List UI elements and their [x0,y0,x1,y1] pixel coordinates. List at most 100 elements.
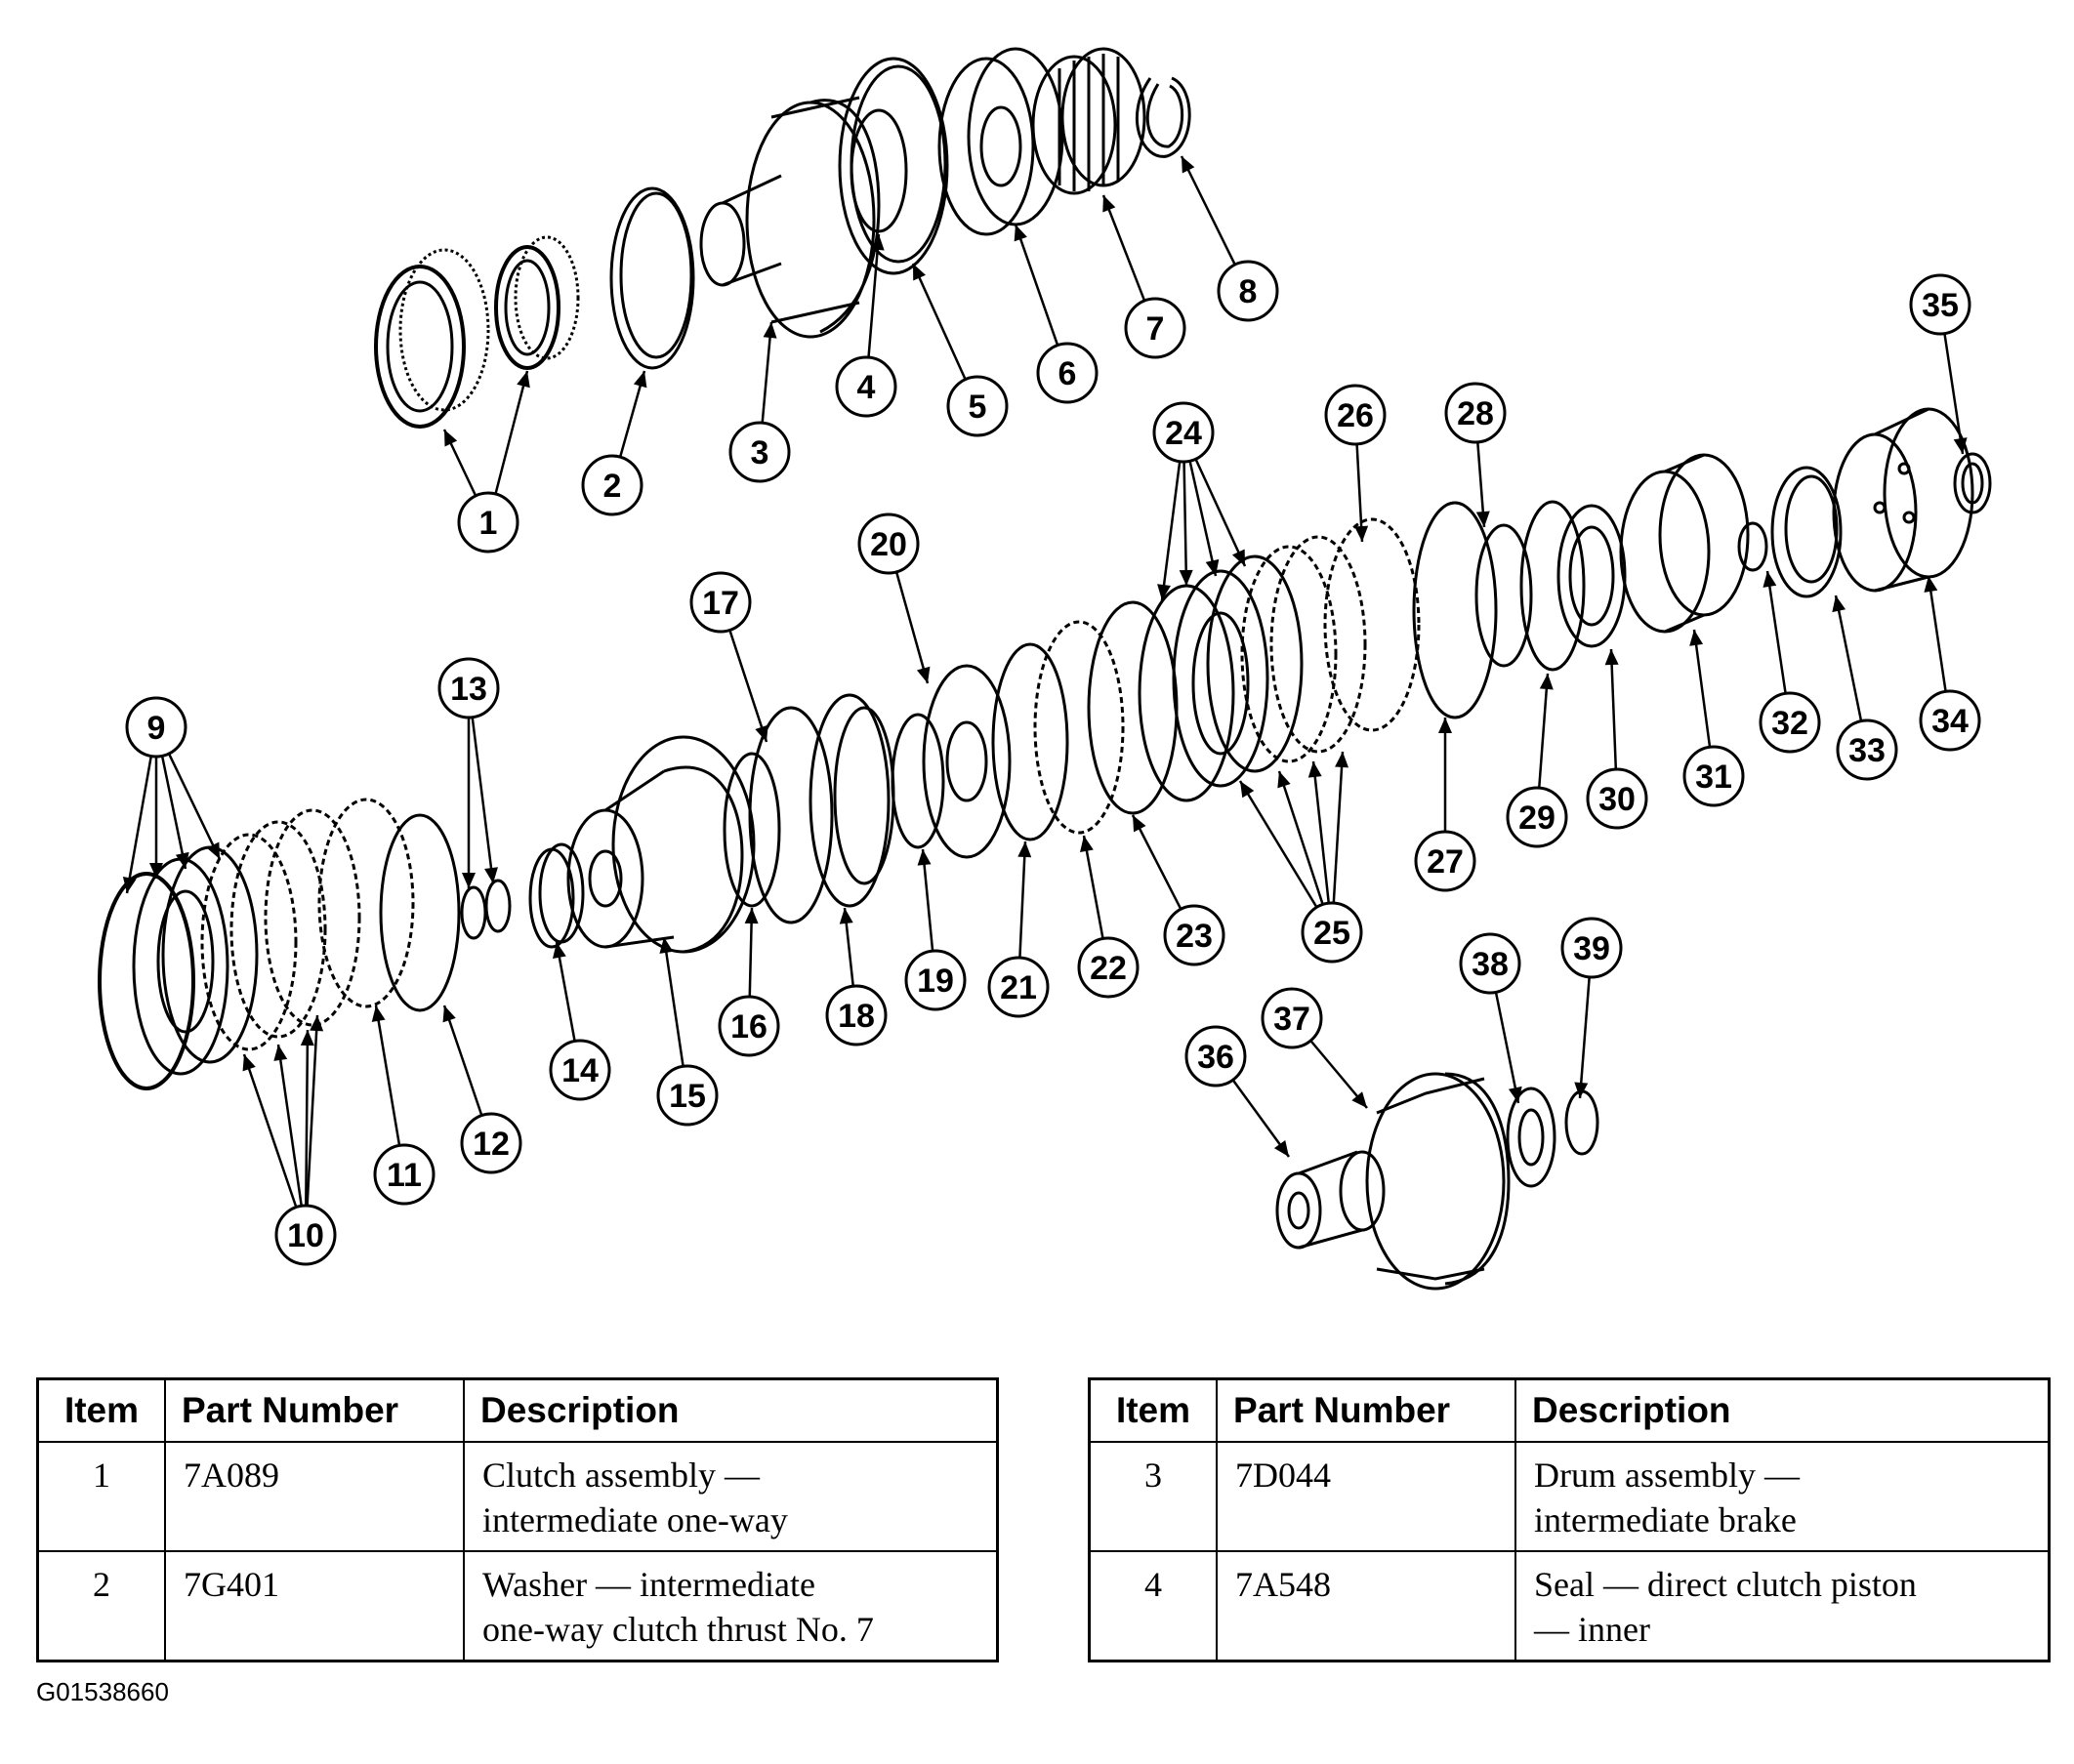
leader-line [305,1029,310,1207]
callout-circle [549,1039,611,1101]
callout-circle [1261,987,1323,1049]
leader-line [1494,992,1520,1104]
callout-circle [1560,917,1623,979]
callout-11: 11 [373,1143,436,1206]
callout-number: 4 [857,369,876,406]
arrowhead [1351,1091,1367,1108]
callout-circle [1459,932,1521,995]
item-cell: 2 [36,1550,166,1662]
arrowhead [1832,595,1846,613]
arrowhead [755,724,768,742]
leader-line [1194,458,1247,567]
part-35-washer [1953,452,1992,514]
leader-line [761,321,773,424]
callout-number: 28 [1457,395,1494,432]
callout-number: 30 [1598,781,1636,818]
callout-number: 16 [730,1008,767,1046]
callout-number: 26 [1337,397,1374,434]
part-1-clutch-assembly [374,235,580,429]
arrowhead [1335,752,1349,768]
part-27-snap-ring [1412,501,1498,719]
callout-circle [1414,830,1476,892]
table-row: 3 7D044 Drum assembly —intermediate brak… [1088,1441,2051,1552]
arrowhead [1475,511,1490,527]
callout-15: 15 [656,1064,719,1127]
callout-18: 18 [825,984,888,1046]
callout-number: 20 [870,526,907,563]
callout-number: 2 [603,468,622,505]
arrowhead [517,371,530,389]
leader-line [921,848,934,952]
callout-circle [718,995,780,1057]
callout-5: 5 [946,375,1009,437]
callout-number: 32 [1771,705,1808,742]
arrowhead [763,322,777,339]
arrowhead [1689,630,1704,646]
description-line: intermediate brake [1534,1500,1797,1539]
callout-33: 33 [1836,718,1898,781]
description-line: one-way clutch thrust No. 7 [482,1610,874,1649]
table-header-row: Item Part Number Description [36,1377,999,1443]
part-23-plate [1087,600,1179,815]
callout-circle [1444,382,1507,444]
callout-38: 38 [1459,932,1521,995]
arrowhead [462,873,476,888]
description-line: Seal — direct clutch piston [1534,1565,1917,1604]
arrowhead [149,863,163,879]
leader-line [374,1005,401,1146]
arrowhead [1102,195,1116,213]
callout-number: 14 [561,1052,599,1089]
leader-line [242,1053,298,1209]
description-line: Washer — intermediate [482,1565,815,1604]
callout-number: 13 [450,671,487,708]
arrowhead [310,1015,324,1032]
callout-circle [1836,718,1898,781]
callout-14: 14 [549,1039,611,1101]
callout-21: 21 [987,956,1050,1018]
part-10-friction-plates [200,808,361,1051]
leader-line [1537,673,1550,789]
leader-line [1231,1079,1291,1158]
arrowhead [1953,437,1968,454]
callout-circle [1217,260,1279,322]
leader-line [662,936,684,1067]
callout-10: 10 [274,1204,337,1266]
callout-number: 25 [1313,915,1350,952]
part-22-plate [1033,620,1125,835]
arrowhead [1273,1139,1289,1157]
part-16-seal [723,752,781,908]
leader-line [471,717,495,884]
leader-line [1277,770,1324,905]
leader-line [911,263,967,381]
part-37-shell [1365,1072,1511,1291]
figure-id: G01538660 [36,1677,169,1706]
part-number-cell: 7A089 [164,1441,465,1552]
arrowhead [1231,549,1245,566]
leader-line [1578,976,1591,1099]
arrowhead [870,234,885,251]
part-12-snap-ring [379,813,461,1012]
table-row: 1 7A089 Clutch assembly —intermediate on… [36,1441,999,1552]
callout-circle [581,454,643,516]
callout-number: 31 [1695,759,1732,796]
callout-circle [857,513,920,575]
leader-line [1332,751,1345,904]
arrowhead [242,1054,256,1072]
callout-circle [437,657,500,719]
callout-number: 39 [1573,930,1610,967]
arrowhead [1924,576,1938,593]
arrowhead [633,371,647,389]
arrowhead [371,1005,386,1022]
leader-line [1082,835,1104,939]
callout-number: 36 [1197,1039,1234,1076]
callout-number: 1 [479,505,498,542]
leader-line [442,1005,483,1117]
callout-circle [125,696,187,759]
part-9-clutch-plates [98,845,259,1090]
arrowhead [913,264,926,281]
callout-16: 16 [718,995,780,1057]
callout-6: 6 [1036,342,1099,404]
callout-circle [1919,689,1981,752]
callout-layer: 1234567891011121314151617181920212223242… [125,260,1981,1266]
callout-leader-lines [122,155,1968,1209]
